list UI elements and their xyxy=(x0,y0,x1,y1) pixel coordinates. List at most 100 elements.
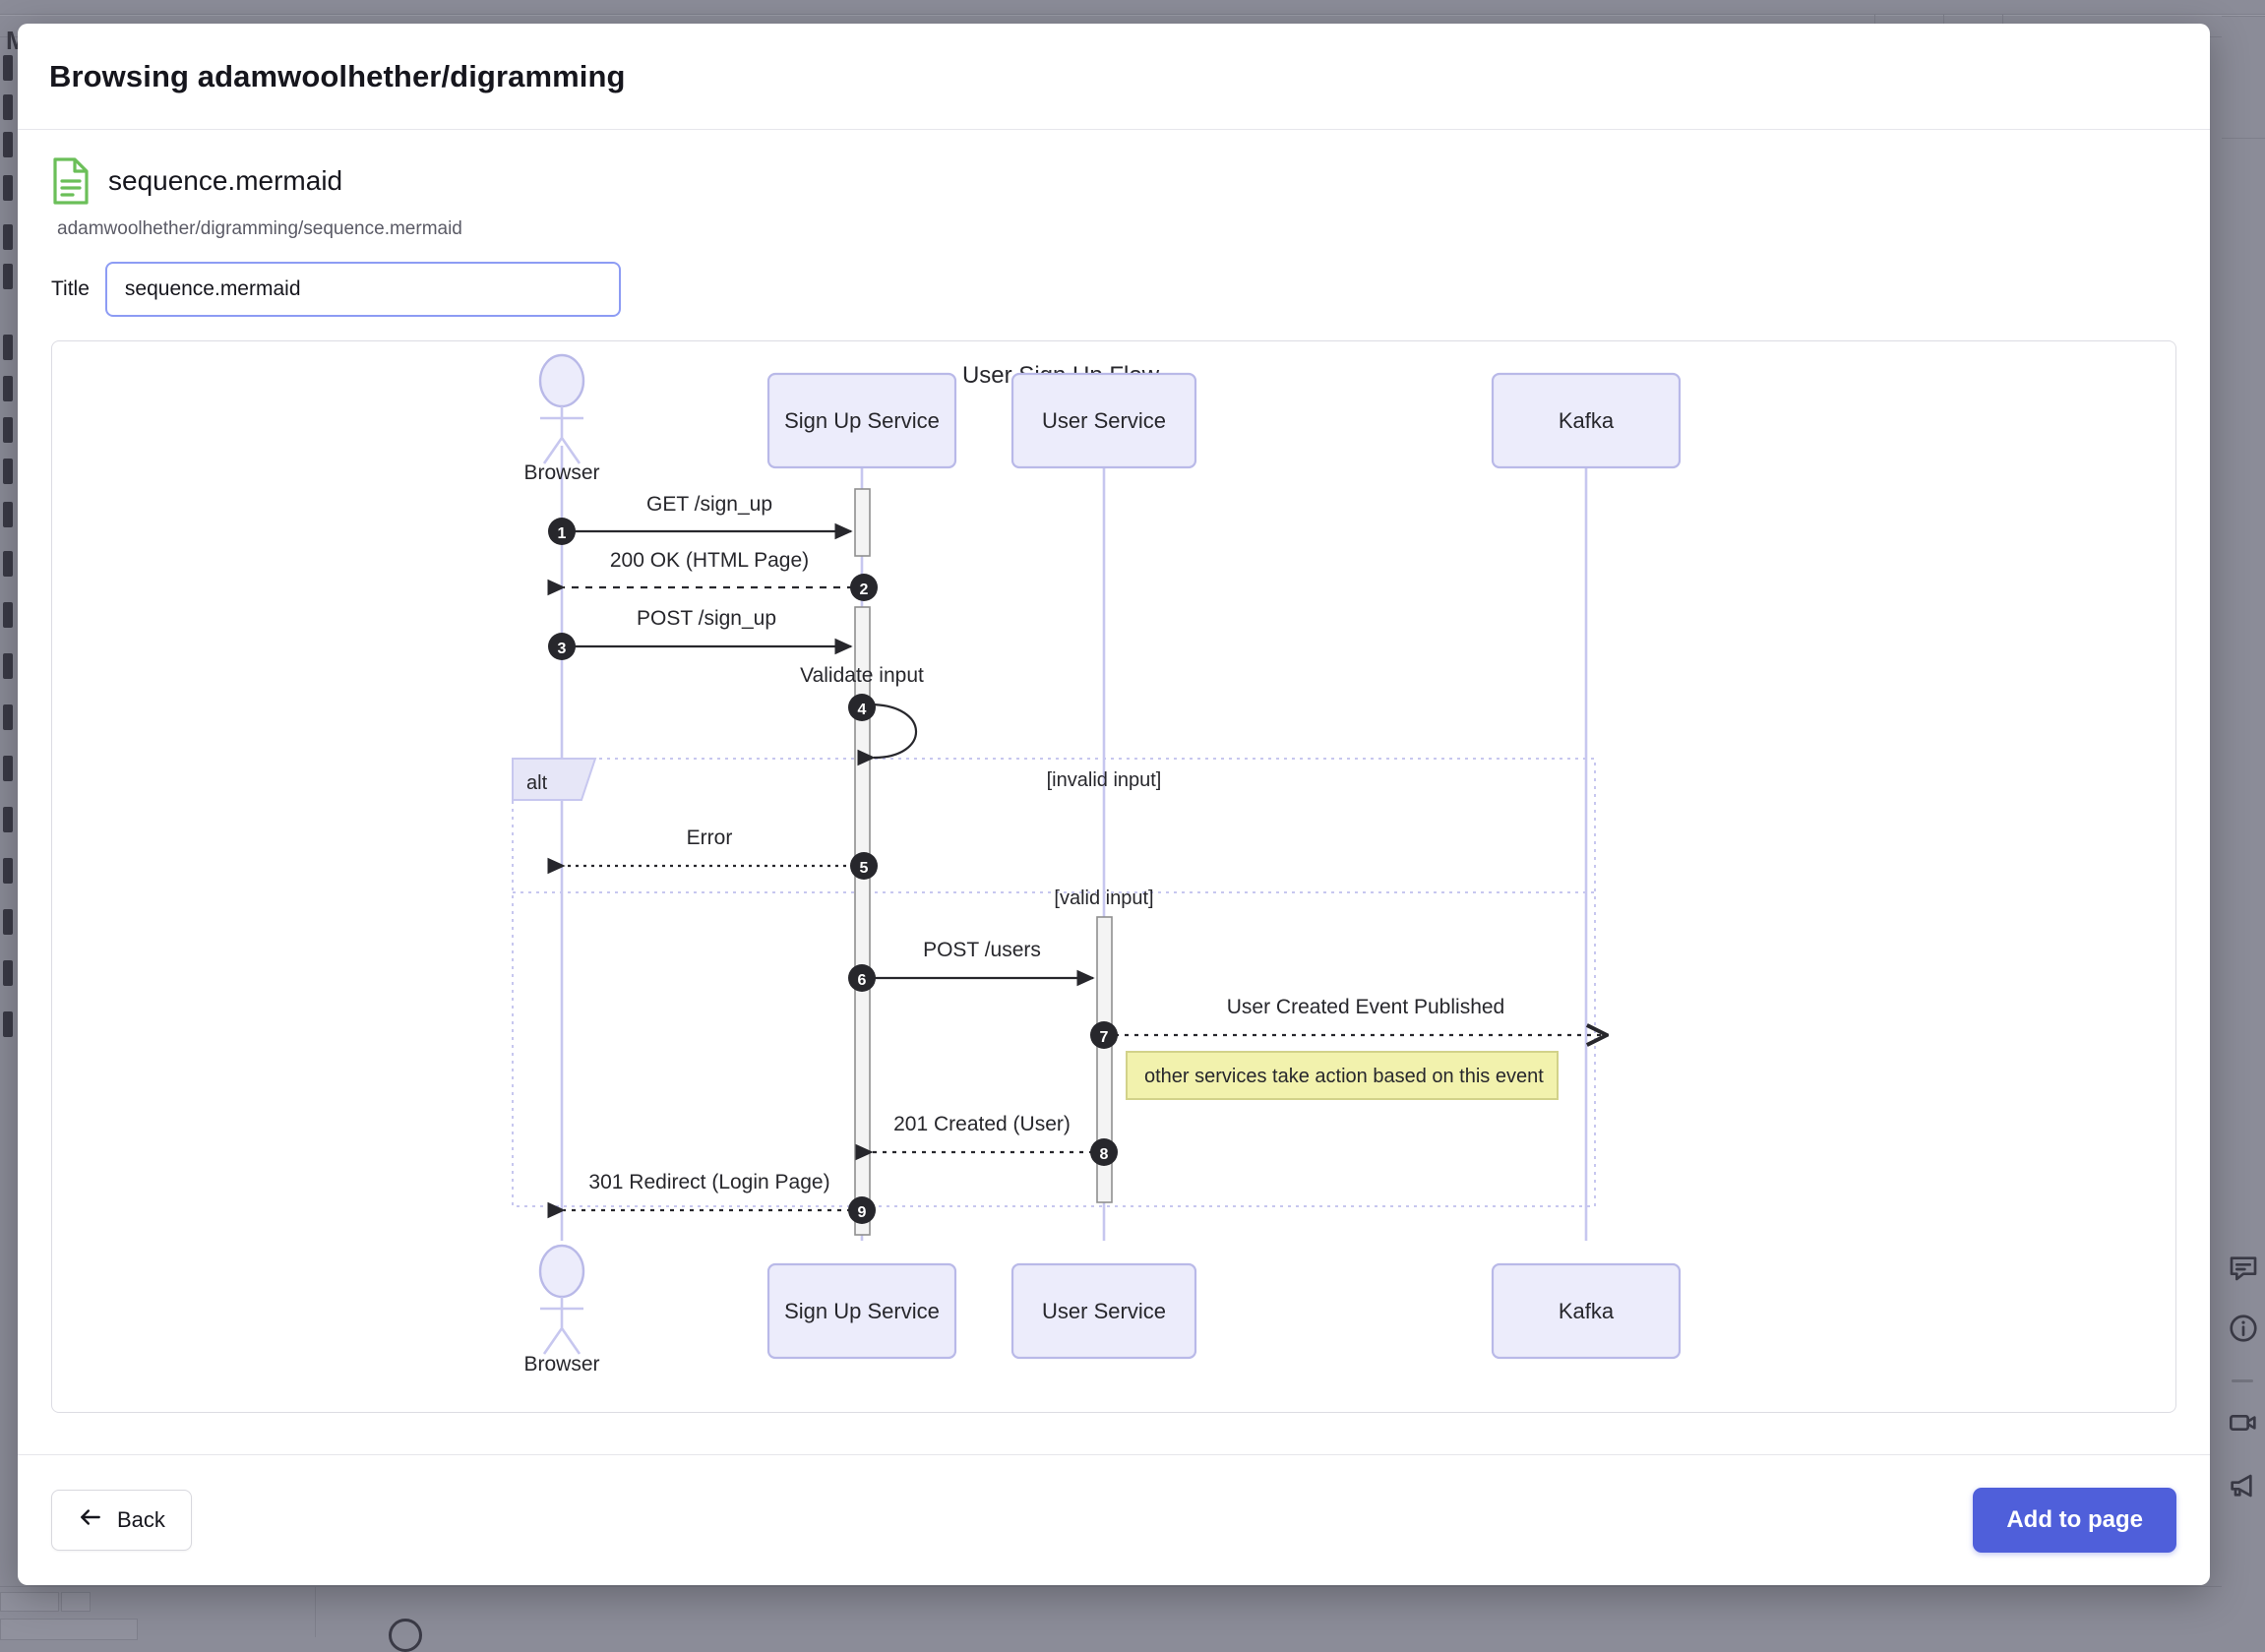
message-1: GET /sign_up 1 xyxy=(548,493,851,545)
backdrop-nav-item xyxy=(3,335,13,360)
back-button[interactable]: Back xyxy=(51,1490,192,1551)
backdrop-nav-item xyxy=(3,264,13,289)
alt-branch-condition-2: [valid input] xyxy=(1054,887,1153,909)
right-rail-divider xyxy=(2222,138,2265,139)
svg-text:6: 6 xyxy=(858,972,867,989)
backdrop-nav-item xyxy=(3,807,13,832)
megaphone-icon[interactable] xyxy=(2228,1470,2259,1501)
svg-text:7: 7 xyxy=(1100,1029,1109,1046)
backdrop-nav-item xyxy=(3,175,13,201)
backdrop-nav-item xyxy=(3,502,13,527)
back-button-label: Back xyxy=(117,1507,165,1533)
participant-label: Browser xyxy=(523,1353,599,1376)
svg-text:9: 9 xyxy=(858,1204,867,1221)
message-label: 201 Created (User) xyxy=(893,1113,1071,1135)
alt-branch-condition-1: [invalid input] xyxy=(1047,769,1162,791)
backdrop-tab xyxy=(61,1592,91,1612)
message-label: User Created Event Published xyxy=(1227,996,1505,1018)
message-8: 201 Created (User) 8 xyxy=(872,1113,1118,1166)
participant-userservice-top: User Service xyxy=(1012,374,1195,467)
backdrop-nav-item xyxy=(3,376,13,401)
backdrop-nav-item xyxy=(3,1011,13,1037)
svg-text:5: 5 xyxy=(860,860,869,877)
diagram-note: other services take action based on this… xyxy=(1127,1052,1558,1099)
svg-text:8: 8 xyxy=(1100,1146,1109,1163)
backdrop-nav-item xyxy=(3,459,13,484)
right-rail-top-divider xyxy=(2222,16,2265,17)
message-label: 200 OK (HTML Page) xyxy=(610,549,809,572)
message-3: POST /sign_up 3 xyxy=(548,607,851,660)
document-icon xyxy=(51,157,91,205)
participant-label: Kafka xyxy=(1559,1299,1615,1323)
diagram-preview: User Sign Up Flow alt [invalid input] [v… xyxy=(51,340,2176,1413)
browse-file-modal: Browsing adamwoolhether/digramming seque… xyxy=(18,24,2210,1585)
right-rail-separator xyxy=(2232,1379,2253,1382)
svg-text:4: 4 xyxy=(858,702,867,718)
backdrop-nav-item xyxy=(3,94,13,120)
participant-label: Browser xyxy=(523,461,599,484)
svg-text:2: 2 xyxy=(860,581,869,598)
message-label: POST /users xyxy=(923,939,1041,961)
alt-label: alt xyxy=(526,772,548,794)
message-7: User Created Event Published 7 xyxy=(1090,996,1605,1049)
message-6: POST /users 6 xyxy=(848,939,1093,992)
backdrop-nav-item xyxy=(3,224,13,250)
message-label: POST /sign_up xyxy=(637,607,776,630)
participant-label: Sign Up Service xyxy=(784,408,940,433)
file-path: adamwoolhether/digramming/sequence.merma… xyxy=(57,218,2176,240)
participant-browser-bottom: Browser xyxy=(523,1246,599,1376)
message-5: Error 5 xyxy=(564,826,878,880)
sequence-diagram-svg: User Sign Up Flow alt [invalid input] [v… xyxy=(52,341,2175,1412)
svg-text:1: 1 xyxy=(558,525,567,542)
participant-browser-top: Browser xyxy=(523,355,599,484)
title-label: Title xyxy=(51,277,90,301)
backdrop-nav-item xyxy=(3,132,13,157)
backdrop-nav-item xyxy=(3,417,13,443)
message-2: 200 OK (HTML Page) 2 xyxy=(564,549,878,601)
participant-kafka-bottom: Kafka xyxy=(1493,1264,1680,1358)
modal-body: sequence.mermaid adamwoolhether/digrammi… xyxy=(18,130,2210,1454)
backdrop-nav-item xyxy=(3,960,13,986)
message-label: Error xyxy=(687,826,733,849)
modal-footer: Back Add to page xyxy=(18,1454,2210,1585)
participant-userservice-bottom: User Service xyxy=(1012,1264,1195,1358)
participant-signup-top: Sign Up Service xyxy=(768,374,955,467)
file-row: sequence.mermaid xyxy=(51,157,2176,205)
title-field-row: Title xyxy=(51,262,2176,317)
backdrop-bottom-divider xyxy=(0,1586,2265,1587)
message-label: Validate input xyxy=(800,664,924,687)
file-name: sequence.mermaid xyxy=(108,165,342,197)
info-icon[interactable] xyxy=(2228,1313,2259,1344)
message-label: 301 Redirect (Login Page) xyxy=(588,1171,829,1193)
participant-kafka-top: Kafka xyxy=(1493,374,1680,467)
svg-text:3: 3 xyxy=(558,641,567,657)
backdrop-divider xyxy=(315,1586,316,1637)
alt-fragment: alt [invalid input] [valid input] xyxy=(513,759,1595,1206)
video-icon[interactable] xyxy=(2228,1407,2259,1438)
participant-label: Sign Up Service xyxy=(784,1299,940,1323)
right-rail xyxy=(2222,16,2265,1637)
backdrop-nav-item xyxy=(3,704,13,730)
backdrop-nav-item xyxy=(3,858,13,884)
comment-icon[interactable] xyxy=(2228,1252,2259,1283)
backdrop-nav-item xyxy=(3,909,13,935)
participant-label: Kafka xyxy=(1559,408,1615,433)
backdrop-nav-item xyxy=(3,756,13,781)
backdrop-nav-item xyxy=(3,55,13,81)
backdrop-tab xyxy=(0,1592,59,1612)
modal-header: Browsing adamwoolhether/digramming xyxy=(18,24,2210,130)
participant-label: User Service xyxy=(1042,408,1166,433)
backdrop-nav-item xyxy=(3,653,13,679)
backdrop-help-icon xyxy=(389,1619,422,1652)
arrow-left-icon xyxy=(78,1504,103,1536)
backdrop-topbar-line-2 xyxy=(0,15,2265,16)
title-input[interactable] xyxy=(105,262,621,317)
message-label: GET /sign_up xyxy=(646,493,772,516)
participant-signup-bottom: Sign Up Service xyxy=(768,1264,955,1358)
backdrop-nav-item xyxy=(3,551,13,577)
message-9: 301 Redirect (Login Page) 9 xyxy=(564,1171,876,1224)
backdrop-nav-item xyxy=(3,602,13,628)
participant-label: User Service xyxy=(1042,1299,1166,1323)
add-to-page-button[interactable]: Add to page xyxy=(1973,1488,2176,1553)
note-text: other services take action based on this… xyxy=(1144,1066,1544,1087)
